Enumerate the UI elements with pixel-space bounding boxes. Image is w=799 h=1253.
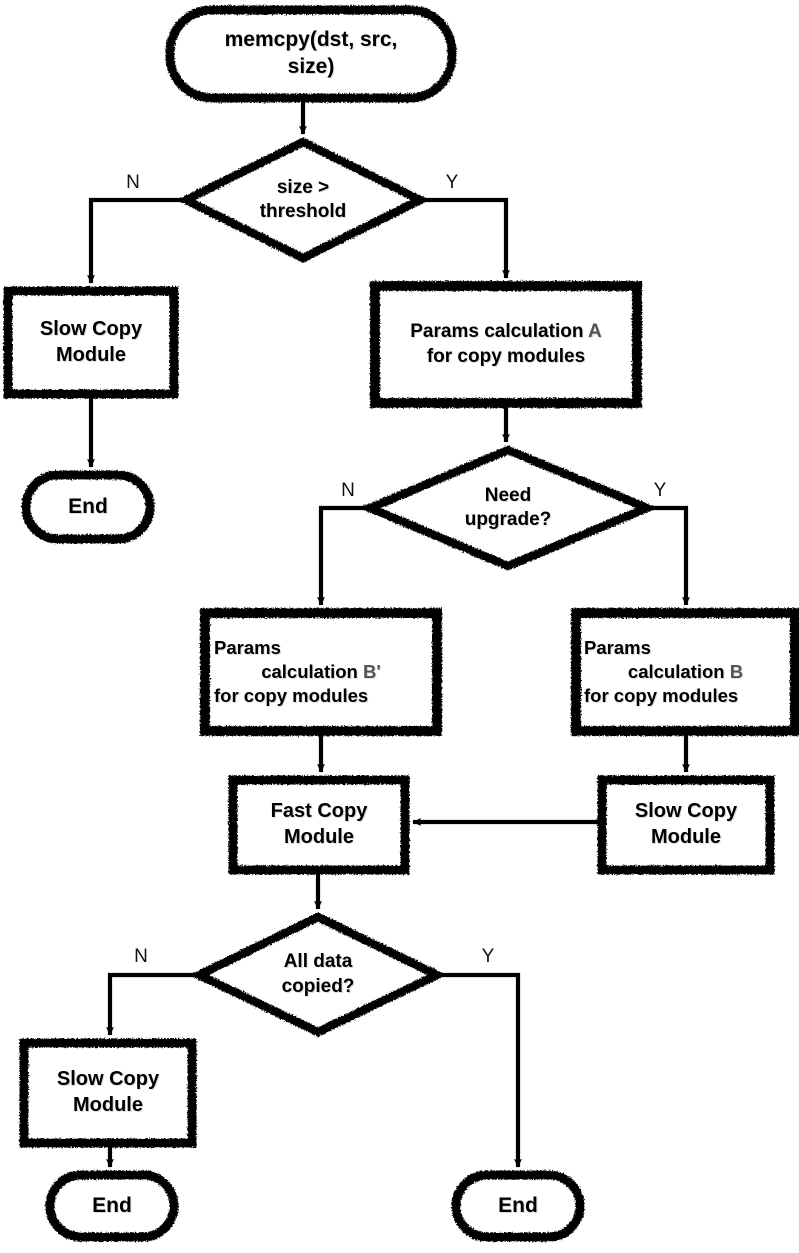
node-decision-upgrade[interactable]	[370, 450, 647, 566]
node-params-bprime[interactable]	[205, 613, 437, 731]
node-end-1[interactable]	[26, 475, 150, 539]
shape-end-1	[21, 470, 155, 544]
shape-decision-size	[176, 137, 430, 263]
node-slow-copy-3[interactable]	[24, 1043, 192, 1143]
node-slow-copy-1[interactable]	[8, 291, 174, 394]
node-decision-size[interactable]	[186, 142, 420, 258]
shape-slow-copy-2	[597, 775, 775, 875]
node-start[interactable]	[170, 10, 452, 98]
edge-alldata-no	[106, 972, 199, 1036]
edge-upgrade-no	[317, 505, 370, 606]
edge-alldata-yes	[437, 972, 522, 1168]
node-end-2[interactable]	[50, 1175, 174, 1237]
node-params-b[interactable]	[576, 613, 795, 731]
shape-end-2	[45, 1170, 179, 1242]
node-slow-copy-2[interactable]	[602, 780, 770, 870]
edge-size-no	[87, 197, 186, 284]
node-params-a[interactable]	[375, 286, 637, 403]
shape-end-3	[451, 1170, 585, 1242]
edge-size-yes	[420, 197, 510, 279]
node-decision-alldata[interactable]	[199, 917, 437, 1032]
shape-start	[165, 5, 457, 103]
edge-upgrade-yes	[647, 505, 690, 606]
shape-decision-upgrade	[359, 445, 659, 571]
node-end-3[interactable]	[456, 1175, 580, 1237]
node-fast-copy[interactable]	[233, 780, 405, 870]
shape-decision-alldata	[189, 912, 447, 1037]
